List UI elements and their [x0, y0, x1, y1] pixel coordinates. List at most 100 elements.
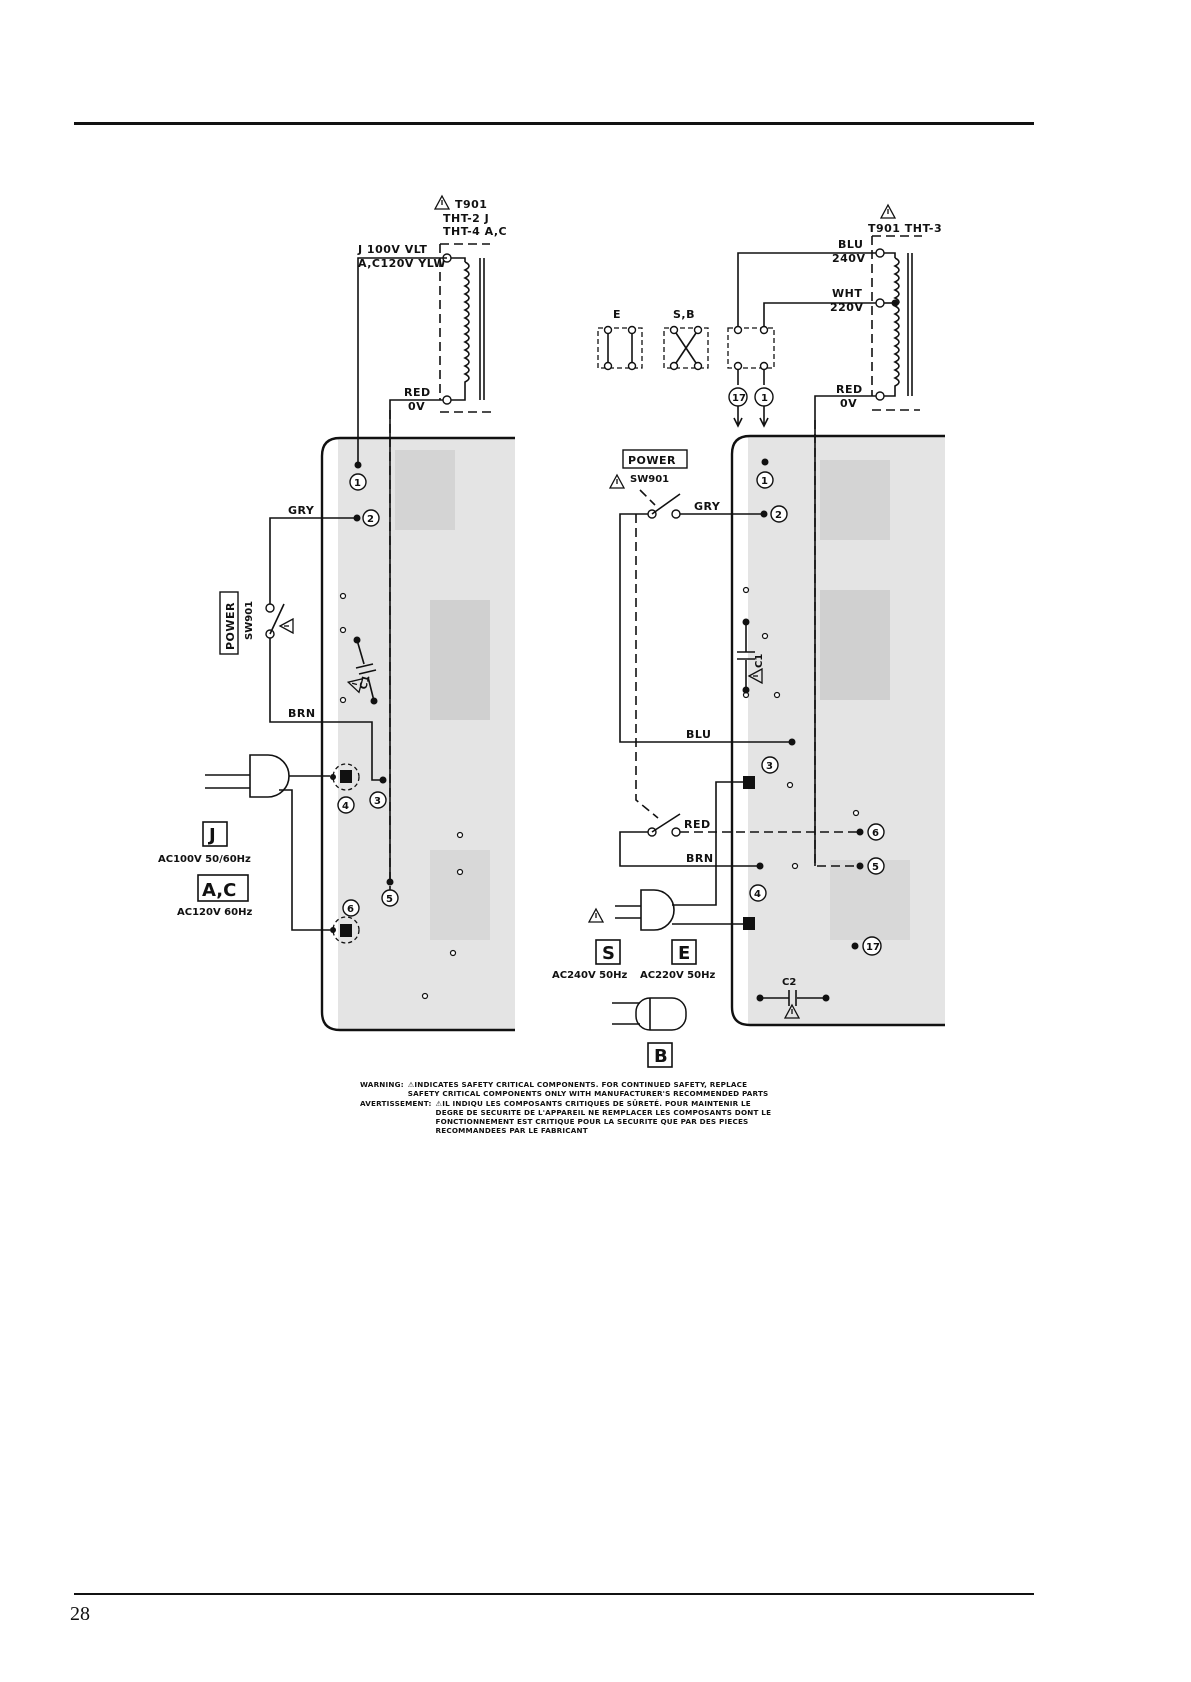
red-wire	[814, 395, 876, 866]
pcb-pad	[851, 942, 859, 950]
left-transformer-coil	[450, 261, 470, 401]
plug-pad	[743, 776, 755, 789]
switch-linkage	[639, 489, 656, 506]
pcb-area	[395, 450, 455, 530]
left-transformer-ref: T901	[455, 198, 487, 211]
right-wire-red: RED	[684, 818, 711, 831]
pcb-pad	[761, 458, 769, 466]
avertissement-body: ⚠IL INDIQU LES COMPOSANTS CRITIQUES DE S…	[435, 1099, 772, 1135]
jumper-sb-label: S,B	[673, 308, 695, 321]
pin-label: 4	[754, 889, 761, 900]
region-s-spec: AC240V 50Hz	[552, 970, 627, 981]
right-wire-blu: BLU	[686, 728, 711, 741]
coil-lead	[881, 252, 896, 258]
plug-wire	[279, 789, 330, 931]
warning-icon	[880, 204, 896, 219]
pcb-hole	[761, 632, 769, 640]
pcb-hole	[791, 862, 799, 870]
pin-marker	[349, 473, 367, 491]
socket-terminal	[733, 325, 743, 335]
pin-label: 1	[354, 478, 361, 489]
pcb-pad	[354, 461, 362, 469]
pcb-pad	[788, 738, 796, 746]
pcb-pad	[756, 862, 764, 870]
blu-loop-wire	[619, 513, 792, 743]
region-ac-box	[197, 874, 249, 902]
jumper-terminal	[669, 325, 679, 335]
warning-icon	[609, 474, 625, 489]
b-plug-cord	[612, 1002, 640, 1025]
pcb-pad	[330, 774, 336, 780]
jumper-terminal	[603, 361, 613, 371]
left-pcb-edge	[320, 436, 515, 1032]
red-switch[interactable]	[651, 813, 681, 833]
pcb-hole	[339, 696, 347, 704]
region-b-box	[647, 1042, 673, 1068]
pin-label: 3	[766, 761, 773, 772]
avertissement-head: AVERTISSEMENT:	[360, 1099, 432, 1108]
region-j-box	[202, 821, 228, 847]
pin-marker	[862, 936, 882, 956]
pcb-pad	[856, 862, 864, 870]
pcb-pad	[760, 510, 768, 518]
pcb-hole	[456, 831, 464, 839]
region-e-spec: AC220V 50Hz	[640, 970, 715, 981]
region-ac: A,C	[202, 880, 236, 901]
power-switch-label-box	[622, 449, 688, 469]
tap-wire	[357, 257, 447, 465]
pcb-hole	[773, 691, 781, 699]
right-transformer-coil	[881, 257, 900, 397]
warning-body: ⚠INDICATES SAFETY CRITICAL COMPONENTS. F…	[407, 1080, 769, 1098]
pcb-area	[820, 590, 890, 700]
socket-terminal	[759, 325, 769, 335]
region-e: E	[678, 943, 690, 964]
pin-label: 2	[775, 510, 782, 521]
left-wire-gry: GRY	[288, 504, 315, 517]
left-tap-j: J 100V VLT	[357, 243, 427, 256]
arrow-down	[733, 406, 743, 428]
pin-label: 17	[866, 942, 880, 953]
left-transformer-model: THT-4 A,C	[443, 225, 507, 238]
plug-wire	[672, 781, 743, 906]
left-tap-ac: A,C120V YLW	[358, 257, 446, 270]
region-e-box	[671, 939, 697, 965]
right-tap-blu: BLU	[838, 238, 863, 251]
power-switch[interactable]	[651, 493, 681, 515]
tap-terminal	[875, 298, 885, 308]
region-j: J	[207, 825, 216, 846]
jumper-sb	[663, 327, 709, 369]
pin-label: 4	[342, 801, 349, 812]
warning-note: WARNING: ⚠INDICATES SAFETY CRITICAL COMP…	[360, 1080, 780, 1135]
plug-pad	[743, 917, 755, 930]
power-switch-label-box	[219, 591, 239, 655]
pin-marker	[749, 884, 767, 902]
jumper-terminal	[669, 361, 679, 371]
pcb-hole	[339, 626, 347, 634]
top-rule	[74, 122, 1034, 125]
pin-label: 1	[761, 476, 768, 487]
c1-plate	[355, 663, 374, 669]
jumper-socket	[727, 327, 775, 369]
power-switch[interactable]	[269, 603, 285, 635]
tap-terminal	[442, 395, 452, 405]
pcb-hole	[852, 809, 860, 817]
region-ac-spec: AC120V 60Hz	[177, 907, 252, 918]
jumper-terminal	[627, 325, 637, 335]
blu-wire	[737, 252, 876, 326]
gry-wire	[269, 517, 357, 604]
right-tap-0v: 0V	[840, 397, 857, 410]
right-capacitor-c1: C1	[754, 654, 765, 668]
right-tap-220: 220V	[830, 301, 863, 314]
brn-wire-end	[371, 770, 383, 781]
pin-marker	[369, 791, 387, 809]
right-tap-red: RED	[836, 383, 863, 396]
right-diagram: T901 THT-3 BLU 240V WHT 220V RED 0V E S,…	[552, 204, 945, 1068]
pcb-pad	[330, 927, 336, 933]
right-pin-17-top: 17	[732, 393, 746, 404]
pcb-pad	[386, 878, 394, 886]
right-wire-brn: BRN	[686, 852, 714, 865]
pcb-area	[820, 460, 890, 540]
jumper-e-label: E	[613, 308, 621, 321]
c1-lead	[356, 639, 365, 665]
